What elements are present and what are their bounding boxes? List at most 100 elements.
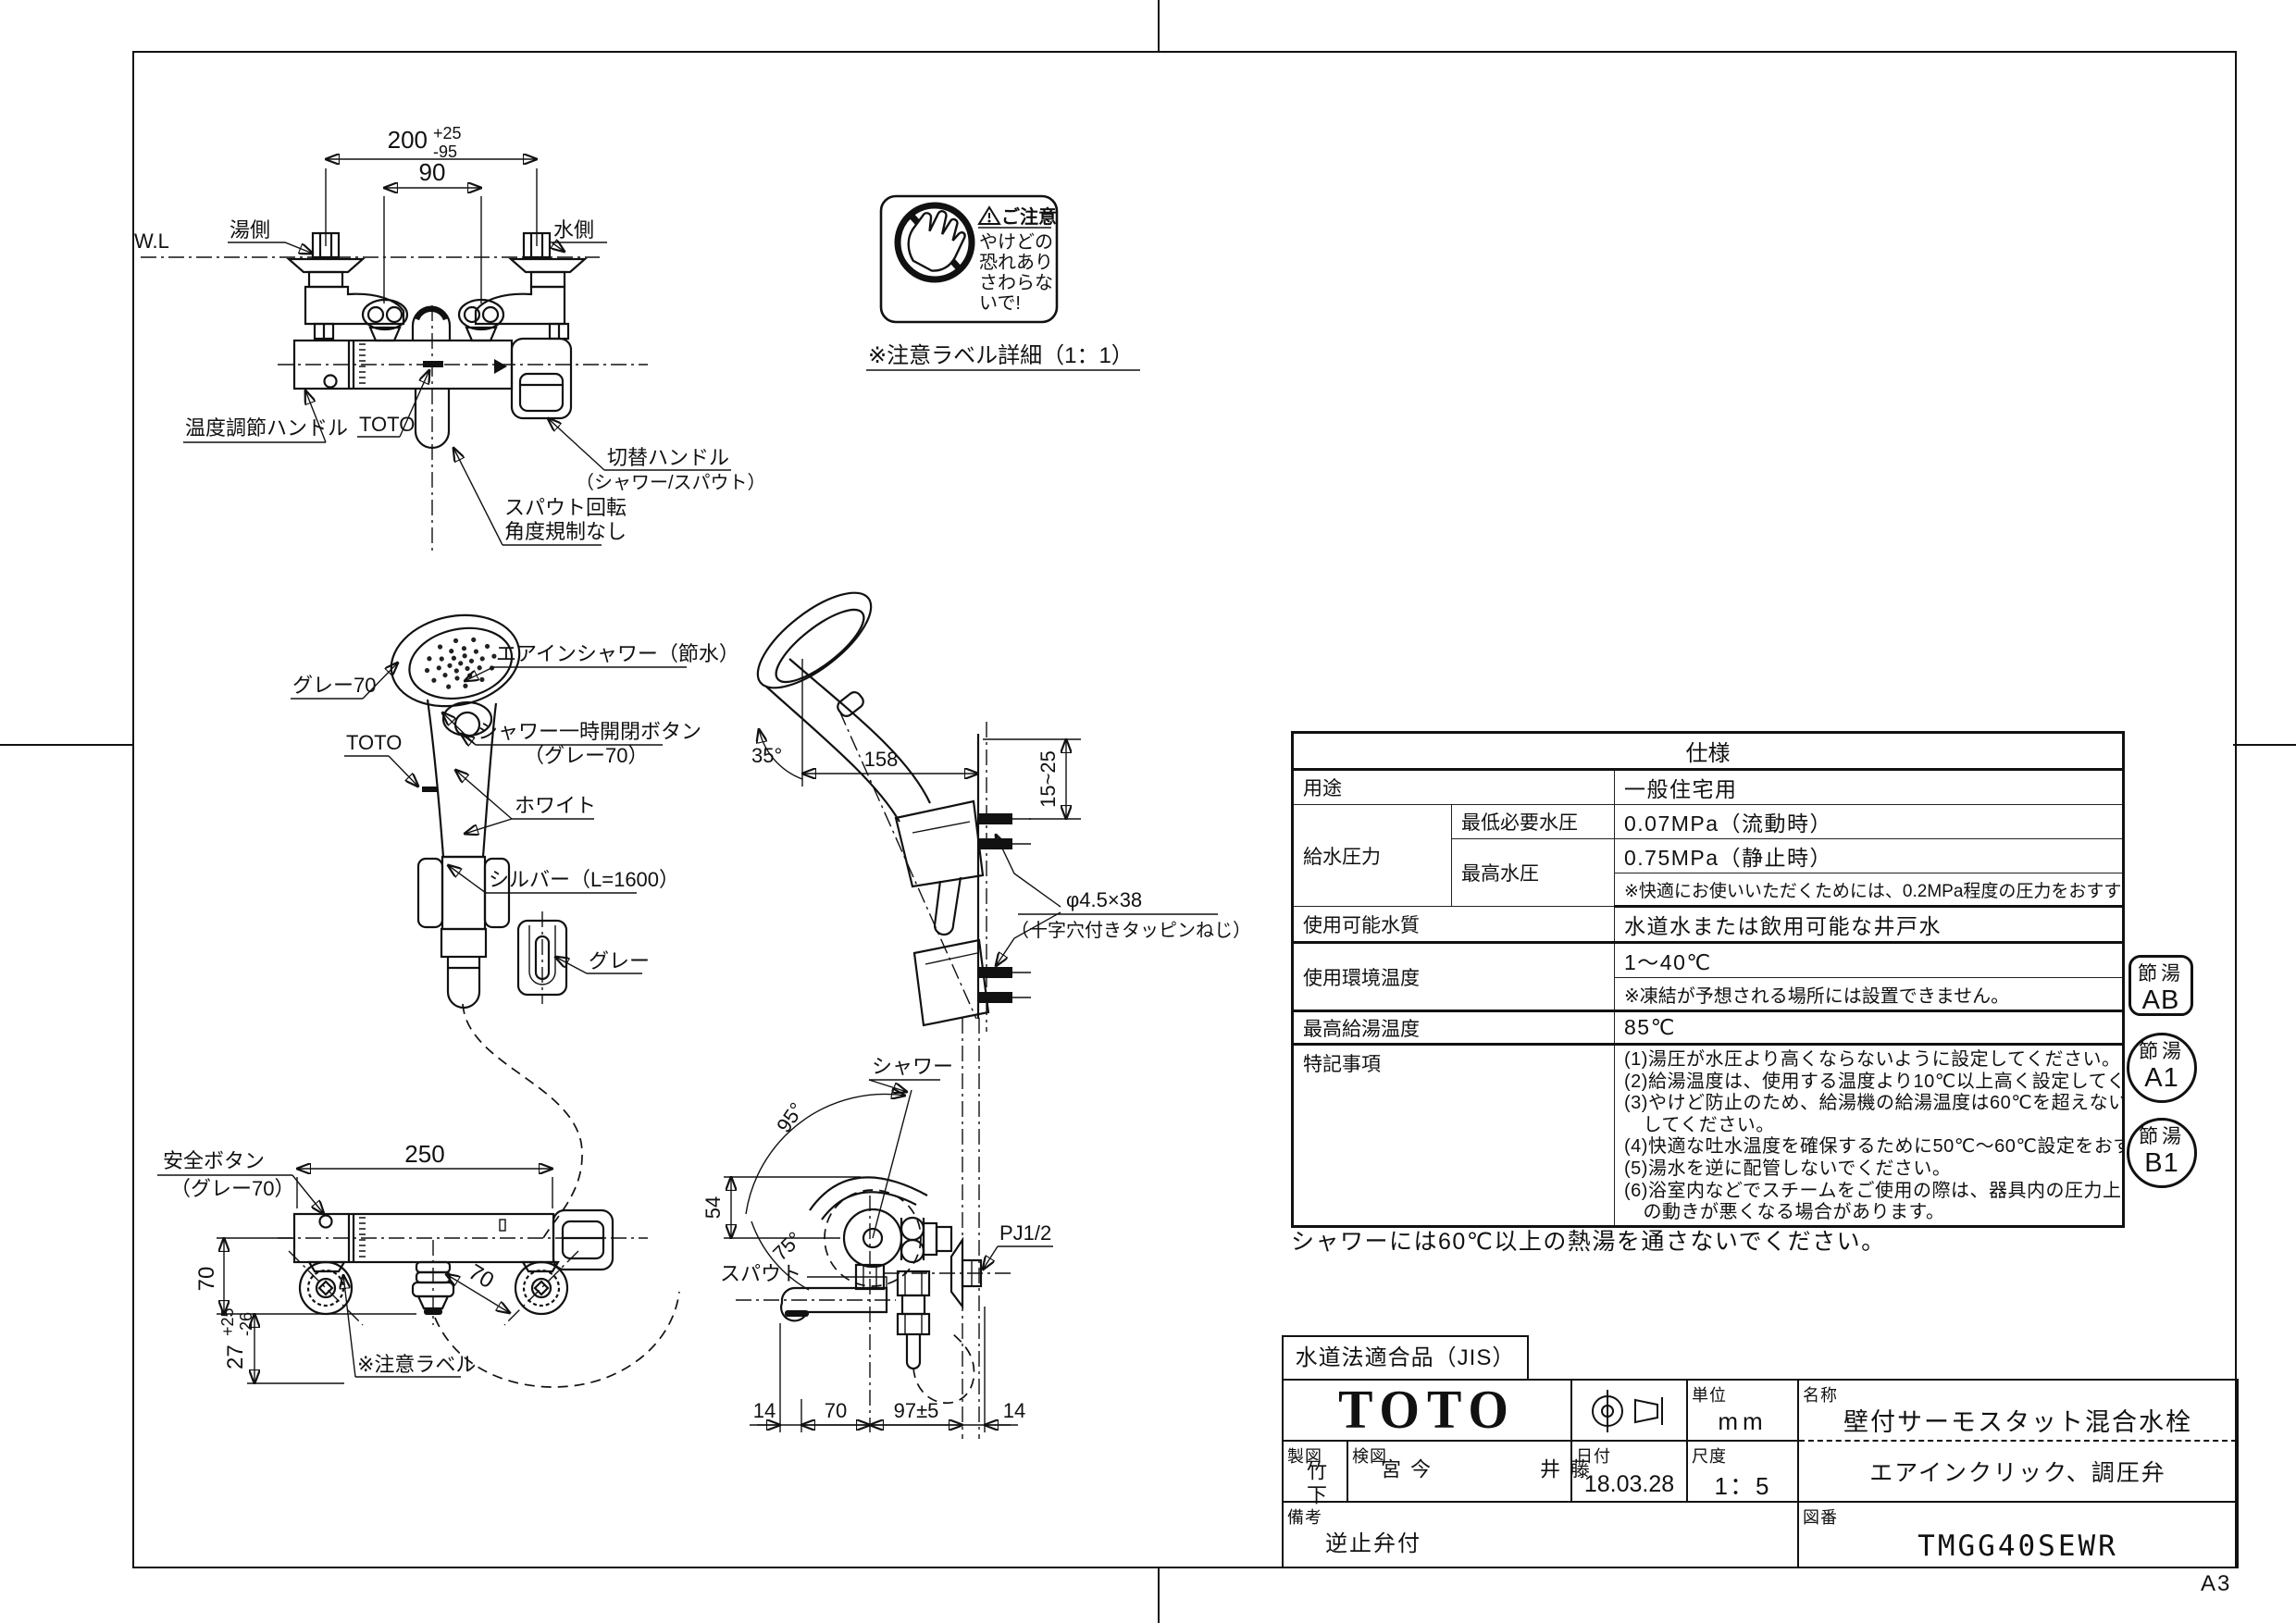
spec-quality-value: 水道水または飲用可能な井戸水	[1613, 906, 2125, 944]
spec-min-pressure-value: 0.07MPa（流動時）	[1613, 804, 2125, 839]
spec-table: 仕様 用途 一般住宅用 給水圧力 最低必要水圧 0.07MPa（流動時） 最高水…	[1291, 731, 2126, 1228]
dim-90: 90	[419, 158, 446, 186]
product-name: 壁付サーモスタット混合水栓	[1843, 1407, 2192, 1436]
spec-notes: (1)湯圧が水圧より高くならないように設定してください。 (2)給湯温度は、使用…	[1624, 1049, 2123, 1224]
center-mark-bottom	[1158, 1567, 1160, 1623]
caution-label-detail: ご注意 やけどの 恐れあり さわらな いで! ※注意ラベル詳細（1：1）	[866, 194, 1140, 371]
cold-side-label: 水側	[553, 218, 594, 242]
remarks-cell: 備考 逆止弁付	[1284, 1503, 1799, 1567]
projection-symbol-cell	[1572, 1381, 1688, 1442]
spout-note-2: 角度規制なし	[504, 520, 627, 543]
product-subname: エアインクリック、調圧弁	[1869, 1460, 2166, 1486]
temp-handle-label: 温度調節ハンドル	[185, 416, 348, 440]
spec-max-pressure-label: 最高水圧	[1451, 838, 1615, 907]
name-cell: 名称 壁付サーモスタット混合水栓	[1799, 1381, 2237, 1442]
spec-notes-label: 特記事項	[1292, 1044, 1615, 1227]
setsuyu-ab-badge: 節湯 AB	[2128, 955, 2193, 1016]
dim-70-vertical: 70	[194, 1267, 219, 1292]
screw-type-label: （十字穴付きタッピンねじ）	[1011, 920, 1251, 941]
spec-ambient-label: 使用環境温度	[1292, 942, 1615, 1012]
dim-14-left: 14	[753, 1399, 776, 1422]
unit-value: mm	[1718, 1406, 1768, 1435]
safety-button-sub-label: （グレー70）	[170, 1177, 294, 1200]
switch-handle-label: 切替ハンドル	[607, 446, 729, 469]
side-view-drawing: 95° シャワー 54 75° スパウト PJ1/2	[701, 1018, 1053, 1439]
white-label: ホワイト	[515, 794, 596, 817]
angle-35-label: 35°	[751, 744, 782, 767]
dim-97: 97±5	[894, 1399, 939, 1422]
caution-ref-label: ※注意ラベル	[357, 1353, 476, 1376]
third-angle-projection-icon	[1592, 1390, 1663, 1432]
sheet-size-label: A3	[2201, 1571, 2232, 1596]
gray70-label: グレー70	[292, 674, 376, 697]
dim-250: 250	[404, 1140, 444, 1168]
no-touch-hand-icon	[907, 210, 966, 272]
toto-logo: TOTO	[1338, 1380, 1516, 1441]
number-cell: 図番 TMGG40SEWR	[1799, 1503, 2237, 1567]
front-bottom-view-drawing: 250	[157, 1140, 680, 1388]
spec-title: 仕様	[1291, 732, 2125, 771]
spec-note-line: (1)湯圧が水圧より高くならないように設定してください。	[1624, 1049, 2121, 1070]
setsuyu-a1-badge: 節湯 A1	[2127, 1033, 2197, 1103]
caution-line-4: いで!	[979, 293, 1021, 314]
dim-27: 27	[223, 1344, 248, 1369]
setsuyu-b1-badge: 節湯 B1	[2127, 1118, 2197, 1188]
hot-side-label: 湯側	[230, 218, 270, 242]
spec-note-line: してください。	[1624, 1114, 1775, 1135]
center-mark-top	[1158, 0, 1160, 51]
spec-maxtemp-value: 85℃	[1613, 1010, 2125, 1046]
drafter-name: 竹下	[1304, 1460, 1327, 1508]
spec-note-line: (2)給湯温度は、使用する温度より10℃以上高く設定してください。	[1624, 1071, 2123, 1092]
badge-label: 節湯	[2139, 1041, 2185, 1062]
number-label: 図番	[1803, 1508, 1838, 1527]
badge-code: AB	[2141, 985, 2180, 1015]
angle-75-label: 75°	[768, 1227, 806, 1265]
hanger-side-view-drawing: 35° 158 15~25 φ4.5×38 （十字穴付きタッピンねじ）	[751, 591, 1251, 1032]
spec-min-pressure-label: 最低必要水圧	[1451, 804, 1615, 839]
toto-logo-cell: TOTO	[1284, 1380, 1572, 1442]
scale-value: 1：5	[1714, 1471, 1771, 1500]
jis-stamp: 水道法適合品（JIS）	[1282, 1335, 1529, 1381]
spec-max-pressure-value: 0.75MPa（静止時）	[1613, 838, 2125, 873]
dim-70-bottom: 70	[825, 1399, 847, 1422]
scale-label: 尺度	[1692, 1447, 1727, 1466]
unit-cell: 単位 mm	[1688, 1381, 1799, 1442]
date-label: 日付	[1576, 1447, 1611, 1466]
date-cell: 日付 18.03.28	[1572, 1442, 1688, 1503]
dim-158: 158	[864, 748, 899, 771]
badge-label: 節湯	[2139, 1126, 2185, 1147]
remarks-value: 逆止弁付	[1325, 1531, 1421, 1556]
shower-head-drawing: グレー70 エアインシャワー（節水） シャワー一時開閉ボタン （グレー70） T…	[291, 613, 739, 1243]
drawing-frame	[132, 51, 2237, 1568]
caution-line-3: さわらな	[979, 273, 1053, 293]
checker-cell: 検図 今宮 藤井	[1348, 1442, 1590, 1503]
spec-note-line: (6)浴室内などでスチームをご使用の際は、器具内の圧力上昇でハンドル	[1624, 1180, 2123, 1201]
dim-54: 54	[701, 1196, 725, 1219]
caution-line-1: やけどの	[979, 231, 1053, 253]
silver-label: シルバー（L=1600）	[489, 868, 679, 891]
front-view-drawing: W.L 200 +25 -95 90 湯側 水側	[134, 124, 766, 555]
screw-size-label: φ4.5×38	[1066, 888, 1142, 911]
remarks-label: 備考	[1287, 1508, 1322, 1527]
spec-note-line: (4)快適な吐水温度を確保するために50℃～60℃設定をおすすめします。	[1624, 1136, 2123, 1158]
date-value: 18.03.28	[1583, 1470, 1675, 1497]
caution-title: ご注意	[1001, 205, 1057, 228]
center-mark-left	[0, 744, 132, 746]
badge-code: A1	[2144, 1063, 2179, 1093]
spec-note-line: の動きが悪くなる場合があります。	[1624, 1202, 1945, 1223]
gray-label: グレー	[589, 949, 650, 973]
switch-handle-sub-label: （シャワー/スパウト）	[576, 472, 766, 493]
spec-ambient-value: 1～40℃	[1613, 942, 2125, 978]
toto-mark-label: TOTO	[359, 413, 415, 436]
name-label: 名称	[1803, 1386, 1838, 1405]
spec-pressure-note: ※快適にお使いいただくためには、0.2MPa程度の圧力をおすすめします。	[1613, 873, 2125, 908]
dim-15-25: 15~25	[1036, 750, 1060, 808]
drawing-number: TMGG40SEWR	[1917, 1529, 2118, 1563]
spray-holes	[424, 637, 497, 689]
badge-code: B1	[2144, 1148, 2179, 1178]
dim-27-plus: +25	[218, 1307, 237, 1336]
pause-button-label: シャワー一時開閉ボタン	[478, 720, 701, 743]
dim-200: 200	[388, 126, 428, 154]
